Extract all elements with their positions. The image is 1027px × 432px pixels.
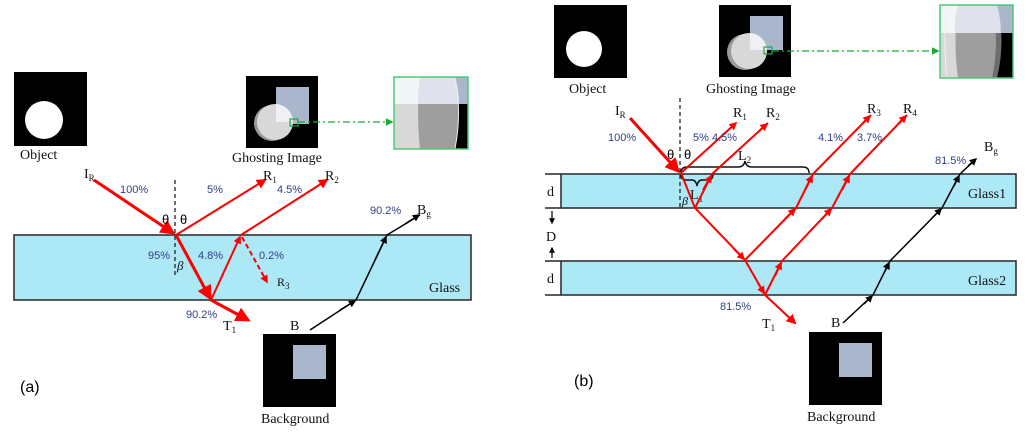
- refracted-ray: [174, 234, 212, 301]
- r4-label: R4: [903, 102, 917, 118]
- theta-right: θ: [684, 147, 691, 162]
- background-image: [809, 332, 882, 405]
- background-caption: Background: [807, 410, 875, 425]
- brace-l2: [680, 160, 810, 174]
- ghost-caption: Ghosting Image: [232, 151, 322, 166]
- panel-a: Object Ghosting Image Glass: [13, 72, 472, 427]
- object-image: [554, 5, 627, 78]
- ghosting-image: [719, 5, 791, 77]
- panel-b-label: (b): [574, 373, 594, 390]
- transmitted-ray-t1: [764, 294, 797, 325]
- object-image: [14, 72, 87, 146]
- beta-angle: β: [681, 194, 688, 208]
- t1-label: T1: [223, 319, 236, 335]
- transmitted-path: [680, 172, 766, 296]
- zoom-inset: [940, 5, 1013, 78]
- background-caption: Background: [261, 412, 329, 427]
- r1-label: R1: [263, 169, 277, 185]
- pct-t1: 81.5%: [720, 301, 751, 313]
- reflected-ray-r1: [680, 121, 738, 174]
- pct-t1: 90.2%: [186, 309, 217, 321]
- l1-label: L1: [690, 188, 703, 204]
- glass1-label: Glass1: [968, 187, 1006, 202]
- b-label: B: [831, 316, 840, 331]
- panel-a-label: (a): [20, 379, 40, 396]
- background-ray: [309, 214, 421, 331]
- pct-r1: 5%: [693, 132, 709, 144]
- reflected-ray-r2: [694, 122, 769, 209]
- pct-r1: 5%: [207, 184, 223, 196]
- background-image: [263, 334, 336, 407]
- pct-r2: 4.5%: [277, 184, 302, 196]
- pct-refracted: 95%: [148, 250, 170, 262]
- object-caption: Object: [20, 148, 57, 163]
- glass-label: Glass: [429, 281, 460, 296]
- reflected-ray-r1: [175, 178, 267, 236]
- pct-internal: 4.8%: [198, 250, 223, 262]
- incident-label: IR: [615, 104, 626, 120]
- bg-label: Bg: [417, 203, 431, 219]
- incident-ray: [93, 178, 176, 235]
- reflected-ray-r3: [241, 236, 268, 284]
- pct-bg: 81.5%: [935, 155, 966, 167]
- r2-label: R2: [766, 106, 780, 122]
- glass-slab: [13, 234, 472, 301]
- thickness-d-bottom: d: [547, 272, 554, 287]
- theta-right: θ: [180, 212, 187, 227]
- glass1-slab: [560, 173, 1017, 209]
- pct-r4: 3.7%: [857, 132, 882, 144]
- r1-label: R1: [733, 106, 747, 122]
- incident-label: IR: [84, 167, 95, 183]
- pct-r2: 4.5%: [712, 132, 737, 144]
- thickness-d-top: d: [547, 185, 554, 200]
- r3-label: R3: [277, 275, 290, 291]
- beta-angle: β: [176, 258, 184, 273]
- object-caption: Object: [569, 82, 606, 97]
- theta-left: θ: [667, 147, 674, 162]
- transmitted-ray-t1: [210, 298, 251, 322]
- object-circle: [25, 101, 63, 139]
- glass2-slab: [560, 260, 1017, 296]
- pct-r3: 0.2%: [259, 250, 284, 262]
- b-label: B: [290, 319, 299, 334]
- ghost-caption: Ghosting Image: [706, 82, 796, 97]
- internal-reflected-ray: [210, 235, 241, 301]
- panel-b: Object Ghosting Image: [545, 4, 1017, 425]
- bg-label: Bg: [984, 140, 998, 156]
- r3-label: R3: [867, 102, 881, 118]
- incident-ray: [628, 116, 681, 174]
- reflected-ray-r2: [240, 178, 329, 236]
- pct-incident: 100%: [120, 184, 148, 196]
- theta-left: θ: [162, 212, 169, 227]
- glass2-label: Glass2: [968, 274, 1006, 289]
- ghosting-image: [246, 76, 318, 148]
- r2-label: R2: [325, 169, 339, 185]
- pct-bg: 90.2%: [370, 205, 401, 217]
- l2-label: L2: [738, 149, 751, 165]
- reflected-ray-r3: [744, 114, 872, 261]
- pct-r3: 4.1%: [818, 132, 843, 144]
- gap-d-label: D: [546, 230, 556, 245]
- zoom-inset: [394, 77, 468, 149]
- t1-label: T1: [762, 317, 775, 333]
- pct-incident: 100%: [608, 132, 636, 144]
